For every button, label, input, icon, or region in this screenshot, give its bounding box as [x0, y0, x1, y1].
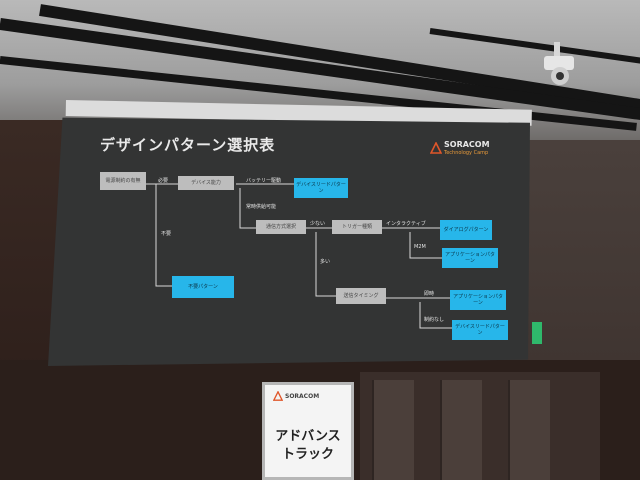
node-application-pattern-1: アプリケーションパターン — [442, 248, 498, 268]
edge-label-m2m: M2M — [414, 244, 426, 250]
edge-many-line — [315, 232, 336, 297]
exit-sign — [532, 322, 542, 344]
edge-label-interactive: インタラクティブ — [386, 221, 426, 227]
sign-text-line2: トラック — [281, 447, 334, 462]
wall-panel — [440, 380, 482, 480]
track-sign: SORACOM アドバンス トラック — [262, 382, 354, 480]
node-dialogue-pattern: ダイアログパターン — [440, 220, 492, 240]
edge-label-battery: バッテリー駆動 — [246, 178, 282, 184]
edge-label-constant-power: 常時供給可能 — [246, 204, 277, 210]
edge-not-needed-line — [155, 184, 172, 287]
wall-panel — [372, 380, 414, 480]
edge-label-not-needed: 不要 — [161, 231, 172, 237]
soracom-logo: SORACOM Technology Camp — [430, 140, 490, 160]
node-device-read-pattern-1: デバイスリードパターン — [294, 178, 348, 198]
logo-text: SORACOM — [444, 140, 490, 149]
sign-logo: SORACOM — [273, 391, 343, 405]
sign-text-line1: アドバンス — [275, 429, 341, 444]
soracom-logo-icon — [430, 142, 442, 154]
node-application-pattern-2: アプリケーションパターン — [450, 290, 506, 310]
node-device-read-pattern-2: デバイスリードパターン — [452, 320, 508, 340]
node-device-capability: デバイス能力 — [178, 176, 234, 190]
sign-logo-text: SORACOM — [285, 393, 320, 400]
ceiling-camera-icon — [544, 42, 574, 85]
wall-panel — [508, 380, 550, 480]
edge-label-few: 少ない — [310, 221, 326, 227]
edge-power-line — [239, 188, 256, 229]
projection-screen — [48, 117, 530, 366]
edge-restricted-line — [419, 302, 452, 329]
edge-label-restricted: 制約なし — [424, 317, 445, 323]
edge-label-needed: 必要 — [158, 178, 169, 184]
edge-m2m-line — [409, 232, 442, 259]
edge-label-many: 多い — [320, 259, 331, 265]
node-start: 電源制約の有無 — [100, 172, 146, 190]
node-comm-method: 通信方式選択 — [256, 220, 306, 234]
node-not-needed-pattern: 不要パターン — [172, 276, 234, 298]
slide-title: デザインパターン選択表 — [100, 136, 276, 154]
soracom-logo-icon — [273, 391, 283, 401]
edge-label-realtime: 即時 — [424, 291, 435, 297]
node-message-type: 送信タイミング — [336, 288, 386, 304]
node-trigger: トリガー種類 — [332, 220, 382, 234]
logo-subtext: Technology Camp — [444, 150, 489, 156]
